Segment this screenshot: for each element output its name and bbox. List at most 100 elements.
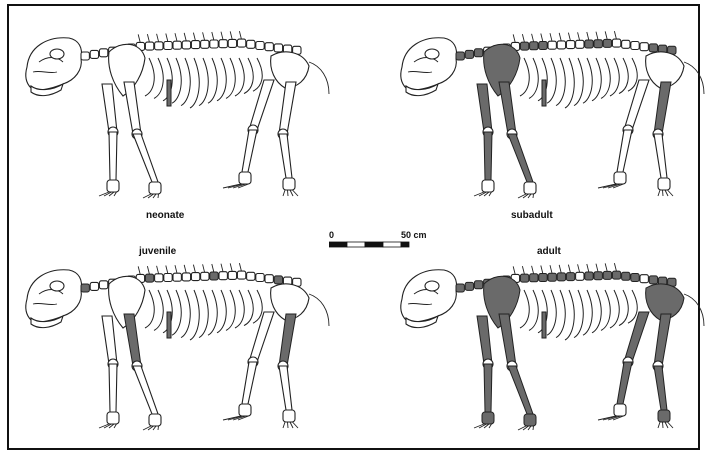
vertebra xyxy=(640,275,648,283)
hindlimb-far-carpal xyxy=(614,172,626,184)
neural-spine xyxy=(522,266,524,274)
forelimb-near-carpal xyxy=(524,182,536,194)
forelimb-far-lower xyxy=(109,132,117,180)
rib xyxy=(226,58,235,98)
rib xyxy=(199,290,208,338)
vertebra xyxy=(173,273,181,281)
rib xyxy=(208,58,217,103)
rib xyxy=(520,290,529,328)
rib xyxy=(529,58,538,98)
forelimb-near-digit xyxy=(528,194,531,198)
hindlimb-far-lower xyxy=(617,130,632,172)
vertebra xyxy=(548,273,556,281)
hindlimb-far-upper xyxy=(624,80,649,130)
rib xyxy=(565,58,574,108)
vertebra xyxy=(520,274,528,282)
skeleton-neonate xyxy=(17,22,337,222)
vertebra xyxy=(90,282,98,290)
rib xyxy=(601,290,610,330)
vertebra xyxy=(256,42,264,50)
hindlimb-near-lower xyxy=(279,366,292,410)
hindlimb-far-carpal xyxy=(239,404,251,416)
vertebra xyxy=(649,44,657,52)
neural-spine xyxy=(138,266,140,274)
hindlimb-near-lower xyxy=(279,134,292,178)
vertebra xyxy=(539,274,547,282)
vertebra xyxy=(530,274,538,282)
forelimb-near-digit xyxy=(143,194,151,198)
neural-spine xyxy=(568,33,570,41)
skeleton-panel-adult xyxy=(392,254,709,454)
hindlimb-near-lower xyxy=(654,366,667,410)
eye-orbit xyxy=(50,281,64,291)
skull xyxy=(401,38,457,90)
vertebra xyxy=(566,41,574,49)
rib xyxy=(565,290,574,340)
tail xyxy=(684,294,704,326)
vertebra xyxy=(155,42,163,50)
vertebra xyxy=(164,274,172,282)
forelimb-far-digit xyxy=(489,192,492,196)
rib xyxy=(199,58,208,106)
rib xyxy=(520,58,529,96)
hindlimb-far-carpal xyxy=(239,172,251,184)
rib xyxy=(208,290,217,335)
forelimb-near-lower xyxy=(133,134,158,182)
vertebra xyxy=(228,271,236,279)
vertebra xyxy=(155,274,163,282)
rib xyxy=(181,290,190,338)
forelimb-far-lower xyxy=(484,132,492,180)
forelimb-near-digit xyxy=(518,426,526,430)
hindlimb-near-upper xyxy=(654,82,671,134)
rib xyxy=(154,290,163,330)
neural-spine xyxy=(193,33,195,41)
neural-spine xyxy=(147,266,149,274)
skull xyxy=(401,270,457,322)
vertebra xyxy=(265,275,273,283)
vertebra xyxy=(631,274,639,282)
rib xyxy=(235,58,244,96)
neural-spine xyxy=(147,34,149,42)
rib xyxy=(253,290,262,323)
rib xyxy=(547,58,556,103)
hindlimb-near-digit xyxy=(663,190,664,196)
forelimb-far-carpal xyxy=(107,412,119,424)
forelimb-near-digit xyxy=(158,426,159,430)
forelimb-far-upper xyxy=(477,84,492,132)
neural-spine xyxy=(596,32,598,40)
hindlimb-near-digit xyxy=(290,422,293,428)
forelimb-far-digit xyxy=(114,192,117,196)
hindlimb-near-digit xyxy=(293,190,299,196)
vertebra xyxy=(256,274,264,282)
hindlimb-far-lower xyxy=(242,130,257,172)
vertebra xyxy=(456,284,464,292)
rib xyxy=(145,290,154,328)
vertebra xyxy=(566,273,574,281)
vertebra xyxy=(99,49,107,57)
forelimb-near-lower xyxy=(133,366,158,414)
neural-spine xyxy=(605,263,607,271)
hindlimb-far-lower xyxy=(242,362,257,404)
scale-bar-segments xyxy=(329,242,409,247)
skeleton-panel-subadult xyxy=(392,22,709,222)
neural-spine xyxy=(221,32,223,40)
rib xyxy=(619,290,628,326)
vertebra xyxy=(182,41,190,49)
hindlimb-near-digit xyxy=(665,422,668,428)
tail xyxy=(684,62,704,94)
figure-frame: neonate subadult juvenile adult 0 50 cm xyxy=(7,4,700,450)
hindlimb-near-digit xyxy=(665,190,668,196)
hindlimb-near-digit xyxy=(283,190,285,196)
forelimb-near-carpal xyxy=(149,414,161,426)
vertebra xyxy=(201,40,209,48)
forelimb-far-digit xyxy=(489,424,492,428)
vertebra xyxy=(576,40,584,48)
vertebra xyxy=(210,40,218,48)
neural-spine xyxy=(513,266,515,274)
forelimb-near-carpal xyxy=(524,414,536,426)
neural-spine xyxy=(578,32,580,40)
forelimb-far-lower xyxy=(484,364,492,412)
neural-spine xyxy=(157,266,159,274)
ossification-mark xyxy=(542,80,546,106)
rib xyxy=(610,58,619,96)
